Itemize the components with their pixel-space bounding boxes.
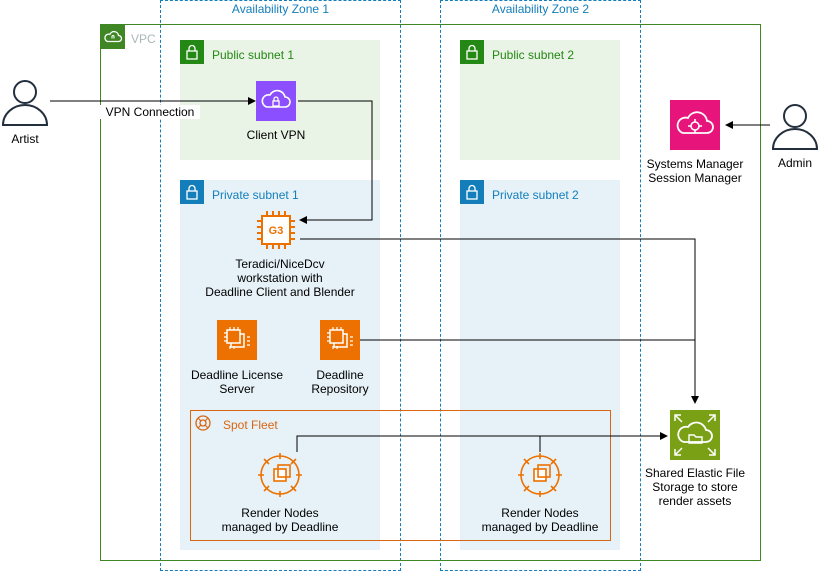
artist-label: Artist: [11, 132, 39, 146]
elastic-file-system-icon: [670, 410, 720, 460]
spot-fleet-label: Spot Fleet: [223, 418, 278, 432]
workstation-label-line-3: Deadline Client and Blender: [205, 285, 355, 299]
render-nodes-2-label-line-2: managed by Deadline: [481, 520, 599, 534]
spot-fleet-icon: [191, 411, 215, 435]
systems-manager-label-line-2: Session Manager: [648, 171, 742, 185]
license-server-label-line-2: Server: [219, 382, 255, 396]
vpc-label: VPC: [131, 32, 156, 46]
ec2-instance-g3-icon: G3: [256, 210, 296, 250]
lock-icon: [460, 40, 484, 64]
spot-fleet-group: Spot Fleet: [190, 410, 611, 541]
client-vpn-icon: [256, 81, 296, 121]
render-nodes-auto-scaling-icon: [257, 452, 303, 498]
workstation-label-line-2: workstation with: [237, 271, 323, 285]
workstation-to-efs-line: [300, 238, 699, 404]
systems-manager-label-line-1: Systems Manager: [646, 157, 744, 171]
efs-label-line-3: render assets: [658, 494, 732, 508]
client-vpn-label: Client VPN: [246, 128, 306, 142]
license-server-label: Deadline License Server: [177, 368, 297, 396]
public-subnet-1-label: Public subnet 1: [212, 48, 295, 62]
license-server-ec2-icon: [217, 320, 257, 360]
private-subnet-2: Private subnet 2: [460, 180, 620, 550]
systems-manager-label: Systems Manager Session Manager: [635, 157, 755, 185]
lock-icon: [460, 180, 484, 204]
private-subnet-2-label: Private subnet 2: [492, 188, 579, 202]
private-subnet-1: Private subnet 1: [180, 180, 380, 550]
efs-label-line-1: Shared Elastic File: [644, 466, 746, 480]
lock-icon: [180, 180, 204, 204]
render-nodes-auto-scaling-icon: [517, 452, 563, 498]
render-nodes-to-efs-line: [296, 432, 668, 452]
repository-label-line-1: Deadline: [316, 368, 364, 382]
workstation-label: Teradici/NiceDcv workstation with Deadli…: [180, 257, 380, 299]
render-nodes-2-label-line-1: Render Nodes: [501, 506, 579, 520]
render-nodes-1-label-line-1: Render Nodes: [241, 506, 319, 520]
workstation-label-line-1: Teradici/NiceDcv: [235, 257, 325, 271]
render-nodes-2-label: Render Nodes managed by Deadline: [460, 506, 620, 534]
repository-label-line-2: Repository: [311, 382, 369, 396]
lock-icon: [180, 40, 204, 64]
public-subnet-2-label: Public subnet 2: [492, 48, 575, 62]
vpc-cloud-icon: [101, 25, 125, 49]
render-nodes-1-label: Render Nodes managed by Deadline: [200, 506, 360, 534]
public-subnet-2: Public subnet 2: [460, 40, 620, 160]
admin-label: Admin: [777, 156, 812, 170]
license-server-label-line-1: Deadline License: [190, 368, 284, 382]
availability-zone-1-label: Availability Zone 1: [231, 2, 330, 16]
artist-user-icon: [0, 76, 50, 126]
systems-manager-icon: [670, 100, 720, 150]
vpn-connection-label: VPN Connection: [100, 105, 200, 119]
efs-label: Shared Elastic File Storage to store ren…: [630, 466, 760, 508]
render-nodes-1-label-line-2: managed by Deadline: [221, 520, 339, 534]
vpc-container: VPC: [100, 24, 761, 561]
private-subnet-1-label: Private subnet 1: [212, 188, 299, 202]
efs-label-line-2: Storage to store: [652, 480, 738, 494]
g3-chip-label: G3: [269, 225, 284, 237]
repository-label: Deadline Repository: [290, 368, 390, 396]
repository-ec2-icon: [320, 320, 360, 360]
availability-zone-2-label: Availability Zone 2: [491, 2, 590, 16]
admin-user-icon: [770, 100, 820, 150]
vpn-to-workstation-line: [298, 100, 373, 224]
